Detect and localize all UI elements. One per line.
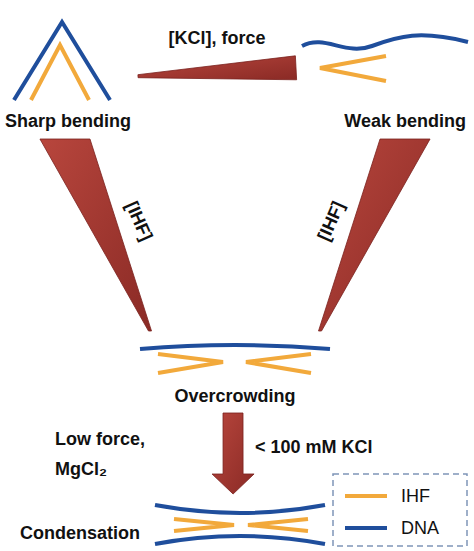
- edge-label-holder: [IHF]: [313, 198, 350, 244]
- legend-row: DNA: [345, 517, 439, 539]
- block-arrow: [212, 413, 254, 494]
- legend-row: IHF: [345, 485, 430, 507]
- dna-strand: [155, 505, 325, 513]
- edge-label-holder: < 100 mM KCl: [255, 436, 373, 458]
- state-panel: Condensation: [15, 497, 327, 547]
- condition-label: [IHF]: [121, 198, 156, 244]
- dna-strand: [140, 345, 330, 349]
- dna-strand: [14, 22, 110, 100]
- ihf-protein: [31, 45, 89, 100]
- state-name: Overcrowding: [174, 385, 295, 407]
- legend-swatch: [345, 494, 387, 498]
- dna-strand: [155, 536, 325, 544]
- ihf-protein: [246, 354, 311, 373]
- state-name: Weak bending: [344, 110, 466, 132]
- edge-label-holder: [KCl], force: [168, 27, 265, 49]
- state-name: Sharp bending: [5, 110, 131, 132]
- state-panel: Overcrowding: [135, 335, 335, 410]
- state-name: Condensation: [20, 522, 140, 544]
- ihf-protein: [320, 56, 386, 81]
- state-panel: Sharp bending: [2, 15, 134, 135]
- legend-swatch: [345, 526, 387, 530]
- condition-label: < 100 mM KCl: [255, 437, 373, 457]
- legend-text: IHF: [401, 485, 430, 507]
- state-panel: Weak bending: [300, 15, 470, 135]
- ihf-protein: [174, 519, 234, 531]
- condition-label: [KCl], force: [168, 28, 265, 48]
- legend-text: DNA: [401, 517, 439, 539]
- ihf-protein: [158, 354, 223, 373]
- legend-frame: [333, 474, 467, 546]
- dna-strand: [302, 35, 468, 48]
- ihf-protein: [248, 519, 308, 531]
- condition-label: Low force, MgCl₂: [55, 424, 175, 484]
- condition-label: [IHF]: [314, 198, 349, 244]
- condition-label-holder: Low force, MgCl₂: [55, 424, 175, 484]
- gradient-wedge: [138, 56, 297, 80]
- edge-label-holder: [IHF]: [120, 198, 157, 244]
